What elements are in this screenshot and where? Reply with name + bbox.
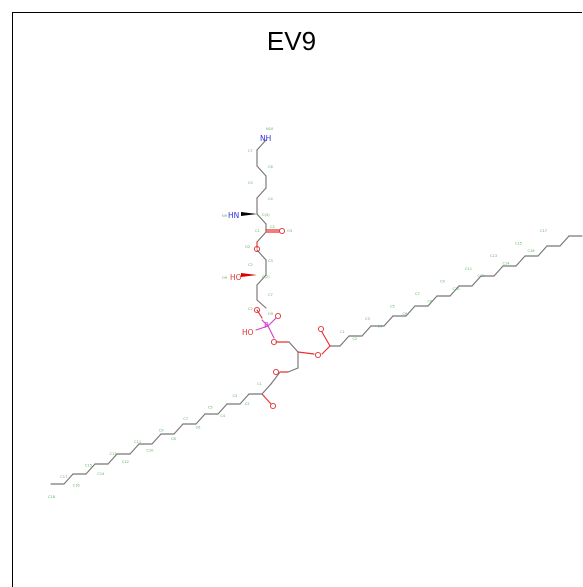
atom-id-left-chain: C12 [122,460,129,464]
atom-id-left-chain: C13 [110,452,117,456]
atom-id-right-chain: C9 [440,279,446,283]
atom-id-right-chain: C15 [515,242,522,246]
atom-id-lys: O9 [268,312,274,316]
atom-id-right-chain: C11 [465,267,472,271]
left-acyl-chain [50,371,281,485]
diagram-frame [12,12,582,587]
atom-id-left-chain: C5 [208,405,213,409]
atom-id-chain-a: C6 [268,165,274,169]
atom-id-left-chain: C16 [73,483,81,487]
atom-id-top: C1 [255,229,260,233]
atom-id-lys: C2 [248,307,253,311]
amine-side-id: N9 [222,214,228,218]
atom-id-lys: C3 [268,259,273,263]
atom-id-top: O3 [287,229,292,233]
phosphorus-label: P [264,321,269,330]
atom-id-chain-a: C4 [268,197,274,201]
atom-id-top: C2 [270,225,275,229]
atom-id-chain-a: C5 [248,181,253,185]
atom-id-left-chain: C2 [245,402,250,406]
atom-id-left-chain: C1 [257,382,262,386]
hydroxyl-side-label: HO [230,273,242,282]
atom-id-left-chain: C9 [159,429,165,433]
atom-id-left-chain: C7 [183,417,188,421]
atom-id-right-chain: C10 [453,287,461,291]
amine-top-label: NH [260,134,271,143]
atom-id-right-chain: C5 [390,305,395,309]
atom-id-left-chain: C3 [233,394,238,398]
atom-id-right-chain: C6 [403,312,409,316]
atom-id-lys: C2 [248,263,253,267]
atom-id-left-chain: C8 [171,437,177,441]
atom-id-left-chain: C15 [85,463,92,467]
atom-id-left-chain: C17 [60,475,67,479]
atom-id-right-chain: C7 [415,292,420,296]
atom-id-chain-a: C(4) [262,213,270,217]
atom-id-left-chain: C11 [134,440,141,444]
atom-id-right-chain: C16 [528,249,536,253]
atom-id-right-chain: C14 [503,262,511,266]
amine-chain [241,139,280,319]
atom-id-right-chain: C3 [365,317,370,321]
atom-id-right-chain: C8 [428,299,434,303]
oxygen-marks [253,227,325,410]
atom-id-n10: N10 [266,127,274,131]
atom-id-chain-a: C7 [248,149,253,153]
atom-id-left-chain: C6 [196,425,202,429]
hydroxyl-side-id: O9 [222,276,228,280]
atom-id-left-chain: C4 [220,414,226,418]
atom-id-labels: N10C7C6C5C4C(4)C1C2O3O2C3C2C(2)C7C2O9C17… [48,127,547,499]
right-acyl-chain [321,235,583,355]
amine-side-label: HN [228,211,239,220]
atom-id-right-chain: C1 [340,330,345,334]
atom-id-right-chain: C17 [540,229,547,233]
atom-id-lys: C(2) [262,275,270,279]
atom-id-left-chain: C18 [48,495,56,499]
atom-id-right-chain: C4 [378,325,384,329]
atom-id-right-chain: C2 [353,337,358,341]
atom-id-right-chain: C12 [478,274,485,278]
atom-id-left-chain: C14 [97,472,105,476]
phosphate-glycerol [255,317,315,373]
phosphate-hydroxyl-label: HO [242,328,254,337]
atom-id-left-chain: C10 [146,449,154,453]
atom-id-lys: C7 [268,293,273,297]
atom-id-lys: O2 [245,245,250,249]
page-title: EV9 [266,26,317,56]
atom-id-right-chain: C13 [490,254,497,258]
